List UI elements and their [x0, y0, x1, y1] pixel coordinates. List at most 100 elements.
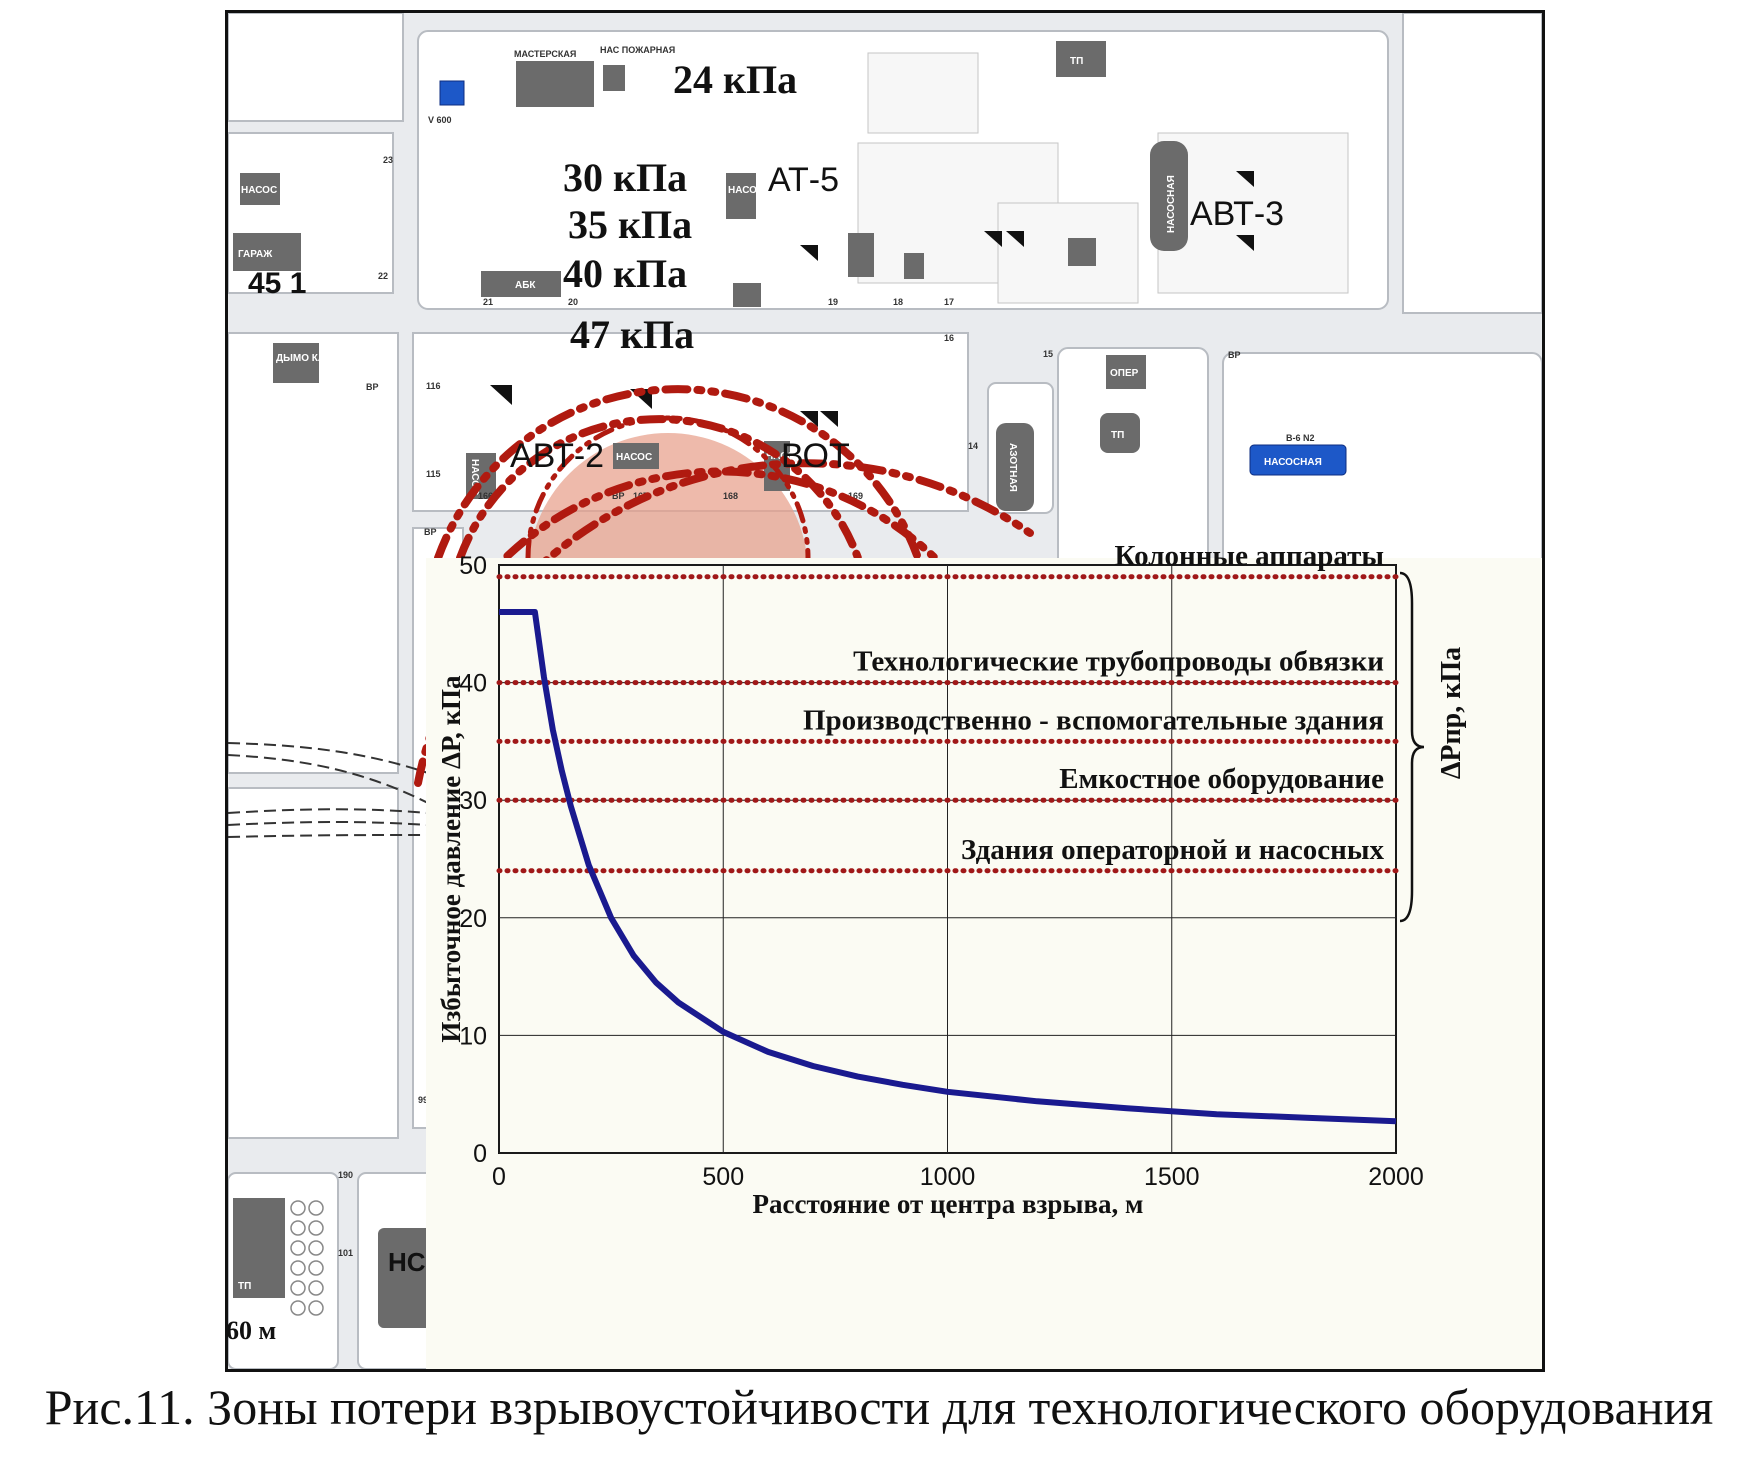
bldg-masterskaya-label: МАСТЕРСКАЯ	[514, 49, 576, 59]
y-axis-label: Избыточное давление ΔР, кПа	[436, 675, 466, 1043]
equip-symbol	[490, 385, 512, 405]
block-northeast	[1402, 13, 1542, 314]
vr-marker: ВР	[612, 491, 625, 501]
x-axis-label: Расстояние от центра взрыва, м	[753, 1189, 1144, 1219]
block-sw	[228, 787, 399, 1139]
tp-bottom-label: ТП	[238, 1281, 251, 1292]
bldg-oper	[1106, 355, 1146, 389]
post-number: 190	[338, 1170, 353, 1180]
post-number: 169	[848, 491, 863, 501]
zone-label-30: 30 кПа	[563, 155, 687, 200]
block-northwest	[228, 13, 404, 122]
figure-panel: МАСТЕРСКАЯ НАС ПОЖАРНАЯ V 600 ТП НАСОС Г…	[225, 10, 1545, 1372]
post-number: 166	[478, 491, 493, 501]
vr-marker: ВР	[1228, 350, 1241, 360]
x-axis-ticks: 0 500 1000 1500 2000	[492, 1163, 1424, 1191]
nasos-small-label: НАСОС	[469, 459, 480, 495]
threshold-brace	[1399, 571, 1425, 923]
post-number: 19	[828, 297, 838, 307]
figure-caption: Рис.11. Зоны потери взрывоустойчивости д…	[44, 1379, 1714, 1435]
unit-vot: ВОТ	[781, 437, 850, 475]
bldg-masterskaya	[516, 61, 594, 107]
x-tick-label: 500	[702, 1163, 744, 1191]
post-numbers: 23 22 21 20 19 18 17 16 15 116 115 166 1…	[338, 155, 1241, 1258]
zone-label-24: 24 кПа	[673, 57, 797, 102]
right-axis-label: ΔРпр, кПа	[1436, 647, 1467, 779]
v600-label: V 600	[428, 115, 452, 125]
bldg-nasosnaya-right	[1150, 141, 1188, 251]
post-number: 99	[418, 1095, 428, 1105]
post-number: 14	[968, 441, 978, 451]
bldg-at5-b	[848, 233, 874, 277]
post-number: 18	[893, 297, 903, 307]
y-tick-label: 0	[473, 1140, 487, 1168]
post-number: 115	[426, 469, 441, 479]
bldg-garazh	[233, 233, 301, 271]
equip-symbol	[1236, 235, 1254, 251]
bldg-tp-mid	[1100, 413, 1140, 453]
unit-451: 45 1	[248, 267, 306, 300]
dymo-label: ДЫМО КАМЕРА	[276, 353, 353, 364]
y-tick-label: 20	[459, 905, 487, 933]
post-number: 23	[383, 155, 393, 165]
site-map: МАСТЕРСКАЯ НАС ПОЖАРНАЯ V 600 ТП НАСОС Г…	[228, 13, 1542, 1369]
nasosnaya-right-label: НАСОСНАЯ	[1166, 175, 1177, 233]
unit-60m: 60 м	[228, 1316, 276, 1345]
x-tick-label: 0	[492, 1163, 506, 1191]
unit-avt2: АВТ-2	[510, 437, 604, 475]
tp-top-label: ТП	[1070, 56, 1083, 67]
x-tick-label: 1500	[1144, 1163, 1200, 1191]
post-number: 101	[338, 1248, 353, 1258]
nasosnaya-b6-label: НАСОСНАЯ	[1264, 457, 1322, 468]
nasos-at5-label: НАСОС	[728, 185, 764, 196]
rail-lines	[228, 742, 429, 838]
threshold-label: Здания операторной и насосных	[961, 834, 1384, 866]
post-number: 16	[944, 333, 954, 343]
post-number: 21	[483, 297, 493, 307]
buildings: МАСТЕРСКАЯ НАС ПОЖАРНАЯ V 600 ТП НАСОС Г…	[233, 41, 1347, 1328]
bldg-mid-a	[1068, 238, 1096, 266]
equip-symbol	[1006, 231, 1024, 247]
bldg-nasos-left	[240, 173, 280, 205]
lot-avt3	[1157, 132, 1349, 294]
unit-at5: АТ-5	[768, 161, 839, 199]
block-west	[228, 332, 399, 774]
y-tick-label: 50	[459, 552, 487, 580]
unit-avt3: АВТ-3	[1190, 195, 1284, 233]
zone-47-arc	[525, 415, 811, 561]
bldg-nasos-at5	[726, 173, 756, 219]
nasos-avt2-label: НАСОС	[616, 452, 652, 463]
threshold-label: Производственно - вспомогательные здания	[803, 704, 1384, 736]
post-number: 17	[944, 297, 954, 307]
equip-symbol	[984, 231, 1002, 247]
azotnaya-label: АЗОТНАЯ	[1007, 443, 1018, 492]
bldg-azotnaya	[996, 423, 1034, 511]
y-tick-label: 40	[459, 670, 487, 698]
y-tick-label: 10	[459, 1022, 487, 1050]
equip-symbol	[800, 245, 818, 261]
bldg-tp-top	[1056, 41, 1106, 77]
oper-label: ОПЕР	[1110, 368, 1139, 379]
threshold-label: Технологические трубопроводы обвязки	[853, 646, 1384, 678]
nasos-left-label: НАСОС	[241, 185, 277, 196]
zone-label-47: 47 кПа	[570, 312, 694, 357]
vr-marker: ВР	[424, 527, 437, 537]
equip-symbol	[800, 411, 818, 427]
garazh-label: ГАРАЖ	[238, 249, 273, 260]
bldg-nasos-avt2	[613, 443, 659, 469]
threshold-label: Колонные аппараты	[1115, 540, 1384, 572]
bldg-tp-bottom	[233, 1198, 285, 1298]
x-tick-label: 2000	[1368, 1163, 1424, 1191]
bldg-at5-c	[904, 253, 924, 279]
post-number: 116	[426, 381, 441, 391]
x-tick-label: 1000	[920, 1163, 976, 1191]
pressure-curve	[499, 609, 1397, 1125]
bldg-nas	[603, 65, 625, 91]
unit-ns: НС	[388, 1247, 426, 1277]
bldg-nasosnaya-b6	[1249, 444, 1347, 476]
equip-symbol	[1236, 171, 1254, 187]
zone-35-arc	[434, 385, 922, 562]
